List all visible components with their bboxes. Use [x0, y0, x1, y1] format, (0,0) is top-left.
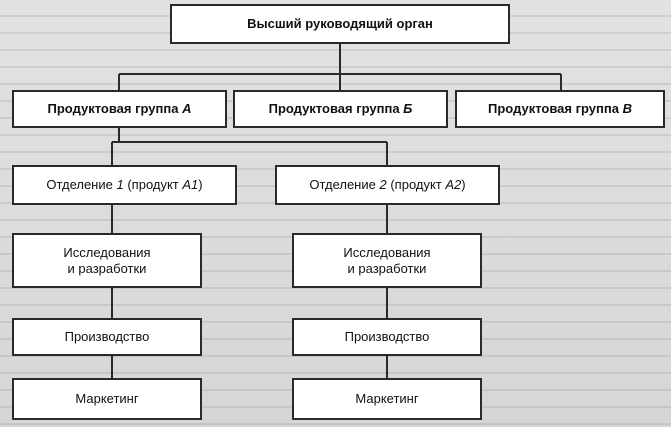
top-management-box: Высший руководящий орган [170, 4, 510, 44]
division-2-research-label: Исследования и разработки [343, 244, 431, 276]
product-group-a-letter: А [182, 101, 192, 117]
division-2-production-label: Производство [344, 329, 430, 345]
top-management-label: Высший руководящий орган [247, 16, 433, 32]
division-2-research-box: Исследования и разработки [292, 233, 482, 288]
division-1-box: Отделение 1 (продукт А1) [12, 165, 237, 205]
division-2-prefix: Отделение [309, 177, 376, 193]
division-2-marketing-label: Маркетинг [355, 391, 419, 407]
division-2-suffix: ) [461, 177, 466, 193]
product-group-a-box: Продуктовая группа А [12, 90, 227, 128]
division-2-product: А2 [445, 177, 462, 193]
product-group-v-letter: В [622, 101, 632, 117]
division-1-marketing-label: Маркетинг [75, 391, 139, 407]
division-2-middle: (продукт [390, 177, 442, 193]
division-2-box: Отделение 2 (продукт А2) [275, 165, 500, 205]
division-2-number: 2 [379, 177, 387, 193]
division-1-product: А1 [182, 177, 199, 193]
division-1-suffix: ) [198, 177, 203, 193]
division-1-research-box: Исследования и разработки [12, 233, 202, 288]
division-1-production-box: Производство [12, 318, 202, 356]
division-1-research-label: Исследования и разработки [63, 244, 151, 276]
division-2-marketing-box: Маркетинг [292, 378, 482, 420]
product-group-v-box: Продуктовая группа В [455, 90, 665, 128]
product-group-v-label: Продуктовая группа В [488, 101, 632, 117]
division-1-marketing-box: Маркетинг [12, 378, 202, 420]
division-1-number: 1 [116, 177, 124, 193]
product-group-b-box: Продуктовая группа Б [233, 90, 448, 128]
product-group-b-label: Продуктовая группа Б [269, 101, 413, 117]
product-group-v-text: Продуктовая группа [488, 101, 619, 117]
division-1-production-label: Производство [64, 329, 150, 345]
product-group-a-label: Продуктовая группа А [48, 101, 192, 117]
division-2-production-box: Производство [292, 318, 482, 356]
product-group-b-letter: Б [403, 101, 413, 117]
division-1-middle: (продукт [127, 177, 179, 193]
division-1-prefix: Отделение [46, 177, 113, 193]
product-group-b-text: Продуктовая группа [268, 101, 400, 117]
division-1-label: Отделение 1 (продукт А1) [46, 177, 202, 193]
product-group-a-text: Продуктовая группа [47, 101, 179, 117]
division-2-label: Отделение 2 (продукт А2) [309, 177, 465, 193]
